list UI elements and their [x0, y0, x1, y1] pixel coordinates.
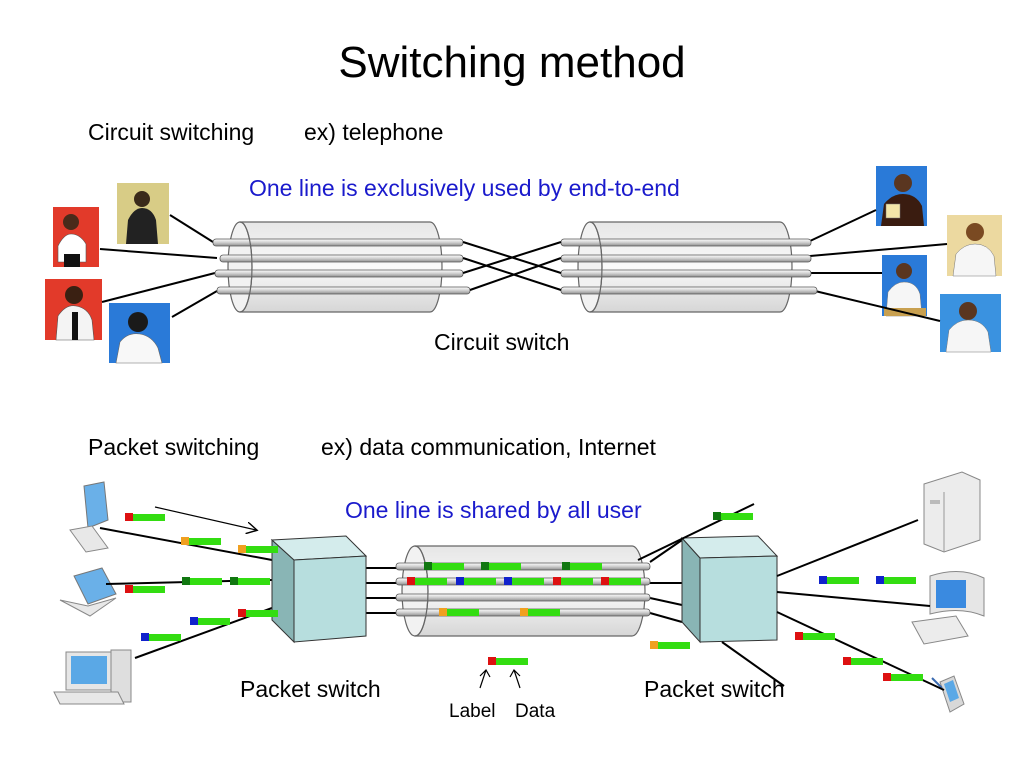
circuit-switching-heading: Circuit switching [88, 119, 255, 145]
packet-switching-note: One line is shared by all user [345, 497, 642, 523]
packet-14 [795, 632, 835, 640]
circuit-switching-note: One line is exclusively used by end-to-e… [249, 175, 680, 201]
packet-11 [650, 641, 690, 649]
trunk-packet-6 [504, 577, 544, 585]
trunk-packet-10 [520, 608, 560, 616]
packet-switch-left-caption: Packet switch [240, 676, 381, 702]
packet-16 [883, 673, 923, 681]
packet-shared-line [395, 545, 651, 637]
packet-7 [190, 617, 230, 625]
phone-user-4-icon [109, 303, 170, 364]
pda-device-icon [931, 675, 965, 713]
laptop-2-icon [59, 567, 117, 617]
circuit-switch-left [212, 221, 471, 313]
phone-user-6-icon [947, 215, 1002, 277]
trunk-packet-1 [424, 562, 464, 570]
trunk-packet-4 [407, 577, 447, 585]
packet-12 [819, 576, 859, 584]
legend-data-text: Data [515, 701, 556, 722]
legend-label-text: Label [449, 701, 496, 722]
trunk-packet-7 [553, 577, 593, 585]
packet-switching-example: ex) data communication, Internet [321, 434, 656, 460]
packet-3 [238, 545, 278, 553]
laptop-1-icon [69, 481, 109, 553]
packet-10 [713, 512, 753, 520]
circuit-switch-caption: Circuit switch [434, 329, 570, 355]
packet-switch-right-caption: Packet switch [644, 676, 785, 702]
circuit-switch-right [560, 221, 818, 313]
phone-user-7-icon [882, 255, 927, 317]
packet-1 [125, 513, 165, 521]
phone-user-1-icon [53, 207, 99, 267]
phone-user-5-icon [876, 166, 927, 226]
packet-switch-right [680, 535, 779, 644]
circuit-switching-example: ex) telephone [304, 119, 444, 145]
packet-8 [238, 609, 278, 617]
trunk-packet-8 [601, 577, 641, 585]
trunk-packet-3 [562, 562, 602, 570]
packet-switch-left [270, 535, 368, 644]
packet-13 [876, 576, 916, 584]
phone-user-8-icon [940, 294, 1001, 353]
trunk-packet-9 [439, 608, 479, 616]
trunk-packet-2 [481, 562, 521, 570]
monitor-computer-icon [911, 571, 985, 645]
slide-title: Switching method [338, 38, 686, 87]
packet-5 [230, 577, 270, 585]
packet-6 [125, 585, 165, 593]
packet-switching-heading: Packet switching [88, 434, 260, 460]
direction-arrow [154, 506, 256, 530]
circuit-crossing-lines [462, 241, 562, 291]
circuit-user-wires [99, 209, 948, 322]
server-tower-icon [923, 471, 981, 553]
packet-4 [182, 577, 222, 585]
packet-9 [141, 633, 181, 641]
phone-user-2-icon [117, 183, 169, 244]
packet-2 [181, 537, 221, 545]
desktop-computer-icon [53, 649, 132, 705]
packet-15 [843, 657, 883, 665]
phone-user-3-icon [45, 279, 102, 341]
trunk-packet-5 [456, 577, 496, 585]
packet-trunk-lines [366, 539, 700, 623]
legend-packet [479, 657, 528, 689]
